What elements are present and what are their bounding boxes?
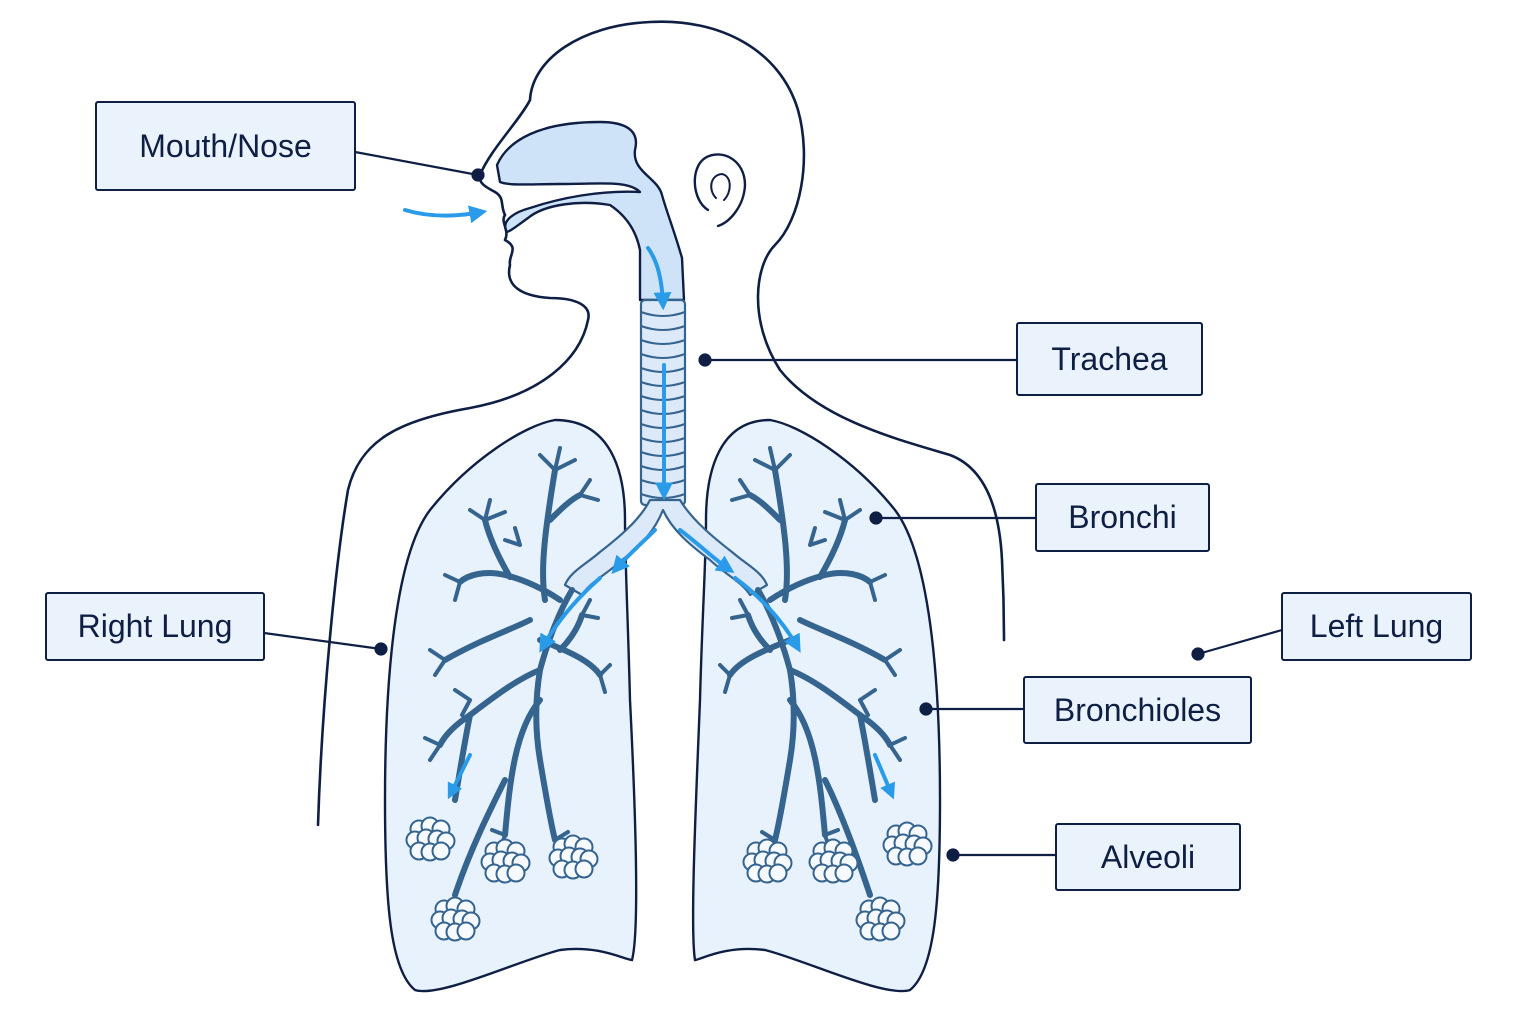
inhale-arrow <box>403 205 488 224</box>
pharynx-arrow <box>646 246 672 311</box>
leader-lines <box>263 150 1283 862</box>
left-bronchus-arrow <box>678 528 735 573</box>
airflow-arrows <box>403 205 895 800</box>
label-right-lung: Right Lung <box>45 592 265 661</box>
left-alveoli-arrow <box>873 753 895 800</box>
label-mouth-nose: Mouth/Nose <box>95 101 356 191</box>
right-lower-arrow <box>539 576 602 653</box>
label-alveoli: Alveoli <box>1055 823 1241 891</box>
right-alveoli-arrow <box>447 753 472 800</box>
body-outline <box>316 20 1006 827</box>
leader-mouth-nose <box>354 150 479 177</box>
leader-right-lung <box>263 631 382 651</box>
right-lung <box>383 418 638 993</box>
left-bronchial-tree <box>727 467 893 898</box>
left-lower-arrow <box>733 576 801 653</box>
label-trachea: Trachea <box>1016 322 1203 396</box>
left-lung <box>691 418 942 993</box>
right-bronchus-arrow <box>611 528 657 575</box>
ear-icon <box>693 153 747 228</box>
nasal-cavity <box>495 120 686 302</box>
label-left-lung: Left Lung <box>1281 592 1472 661</box>
label-bronchioles: Bronchioles <box>1023 676 1252 744</box>
label-bronchi: Bronchi <box>1035 483 1210 552</box>
leader-left-lung <box>1197 628 1283 656</box>
